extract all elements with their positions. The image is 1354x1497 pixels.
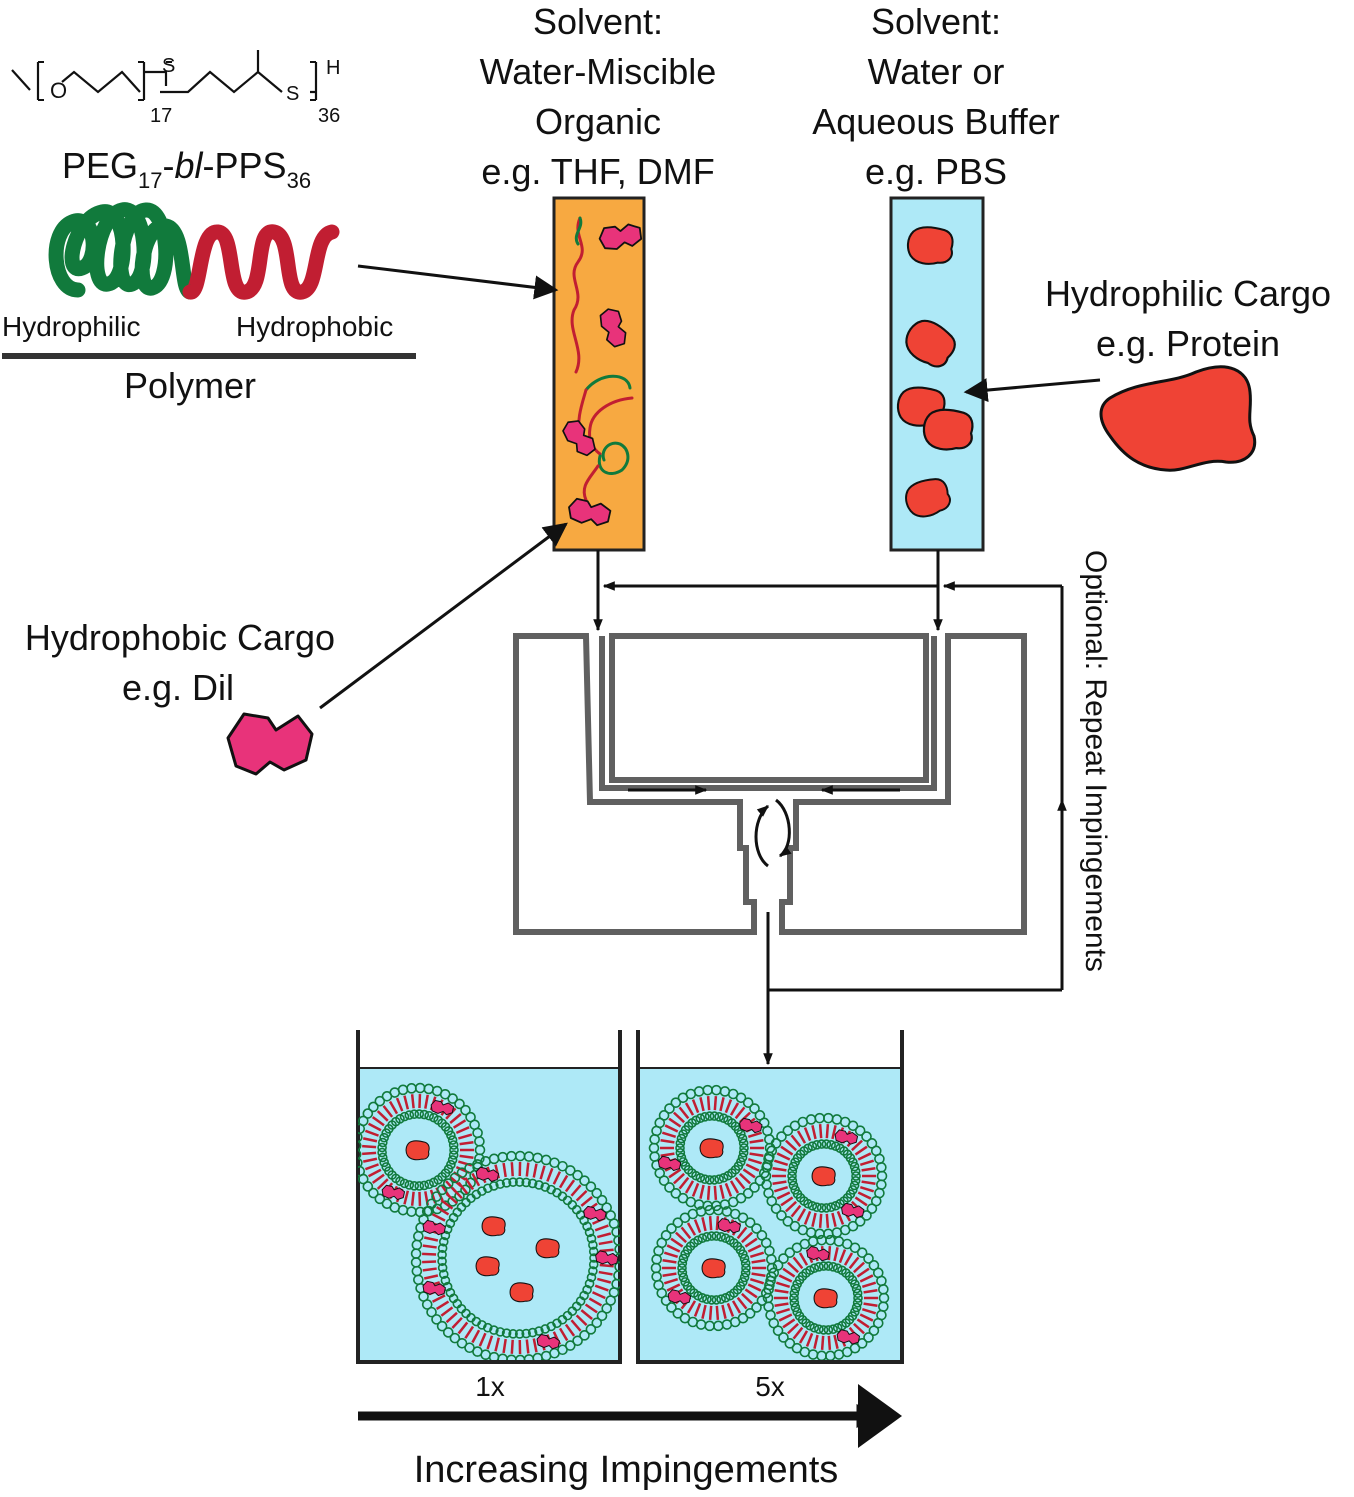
aqueous-syringe (889, 196, 985, 552)
polymer-name-pps: -PPS (203, 145, 287, 186)
hydrophobic-cargo-line-1: Hydrophobic Cargo (25, 617, 335, 658)
protein-molecule (699, 1138, 724, 1159)
formula-sulfur-2: S (286, 83, 299, 105)
protein-molecule (906, 226, 954, 266)
vesicle (760, 1112, 888, 1240)
formula-oxygen: O (50, 78, 67, 103)
increasing-arrow-head (858, 1384, 902, 1448)
dil-dye-icon (226, 712, 314, 776)
beaker-1x-particles (358, 1082, 620, 1360)
hydrophilic-cargo-line-1: Hydrophilic Cargo (1045, 273, 1331, 314)
aqueous-solvent-line-4: e.g. PBS (865, 151, 1007, 192)
aqueous-solvent-line-3: Aqueous Buffer (812, 101, 1060, 142)
formula-hydrogen: H (326, 57, 340, 79)
protein-molecule (481, 1216, 506, 1237)
protein-to-aqueous-arrow (963, 378, 1101, 403)
formula-repeat-36: 36 (318, 105, 340, 127)
vesicle (648, 1084, 776, 1212)
polymer-section-label: Polymer (124, 365, 256, 406)
mixer-flow-arrows (628, 785, 900, 868)
aqueous-solvent-header: Solvent: Water or Aqueous Buffer e.g. PB… (812, 1, 1060, 192)
organic-solvent-line-3: Organic (535, 101, 661, 142)
organic-syringe (552, 196, 646, 552)
protein-molecule (922, 408, 974, 451)
aqueous-solvent-line-2: Water or (868, 51, 1005, 92)
protein-molecule (813, 1288, 838, 1309)
flow-lines (593, 550, 1067, 1066)
protein-molecule (509, 1282, 534, 1303)
hydrophobic-label: Hydrophobic (236, 311, 393, 342)
hydrophobic-cargo-line-2: e.g. Dil (122, 667, 234, 708)
vesicle (650, 1204, 778, 1332)
hydrophobic-cargo: Hydrophobic Cargo e.g. Dil (25, 522, 568, 776)
organic-syringe-body (552, 196, 646, 552)
aqueous-solvent-line-1: Solvent: (871, 1, 1001, 42)
hydrophilic-cargo-line-2: e.g. Protein (1096, 323, 1280, 364)
organic-solvent-line-2: Water-Miscible (480, 51, 717, 92)
polymer-name-dash: - (163, 145, 175, 186)
protein-molecule (701, 1258, 726, 1279)
polymer-name-sub-17: 17 (138, 168, 162, 193)
increasing-impingements-label: Increasing Impingements (414, 1449, 839, 1491)
formula-repeat-17: 17 (150, 105, 172, 127)
polymer-structure: O S S H 17 36 (11, 50, 340, 127)
vesicle (762, 1234, 890, 1360)
polymer-name-peg: PEG (62, 145, 138, 186)
hydrophilic-label: Hydrophilic (2, 311, 141, 342)
beaker-5x (636, 1030, 904, 1364)
impingement-mixer (513, 633, 1027, 935)
polymer-name-italic: bl (175, 145, 204, 186)
organic-solvent-header: Solvent: Water-Miscible Organic e.g. THF… (480, 1, 717, 192)
polymer-name-sub-36: 36 (287, 168, 311, 193)
protein-molecule (405, 1140, 430, 1161)
beaker-5x-label: 5x (755, 1371, 785, 1402)
protein-icon (1099, 365, 1257, 472)
dye-to-organic-arrow (319, 522, 568, 710)
beaker-1x-label: 1x (475, 1371, 505, 1402)
repeat-impingements-label: Optional: Repeat Impingements (1079, 550, 1112, 972)
polymer-coil-icon (48, 202, 340, 300)
beaker-5x-particles (648, 1084, 890, 1360)
organic-solvent-line-1: Solvent: (533, 1, 663, 42)
organic-solvent-line-4: e.g. THF, DMF (481, 151, 714, 192)
protein-molecule (475, 1256, 500, 1277)
vesicle (410, 1150, 620, 1360)
polymer-name: PEG17-bl-PPS36 (62, 145, 311, 193)
hydrophilic-cargo: Hydrophilic Cargo e.g. Protein (963, 273, 1331, 472)
beaker-1x (356, 1030, 622, 1364)
protein-molecule (811, 1166, 836, 1187)
protein-molecule (535, 1238, 560, 1259)
formula-sulfur-1: S (162, 55, 175, 77)
polymer-to-organic-arrow (357, 264, 559, 300)
